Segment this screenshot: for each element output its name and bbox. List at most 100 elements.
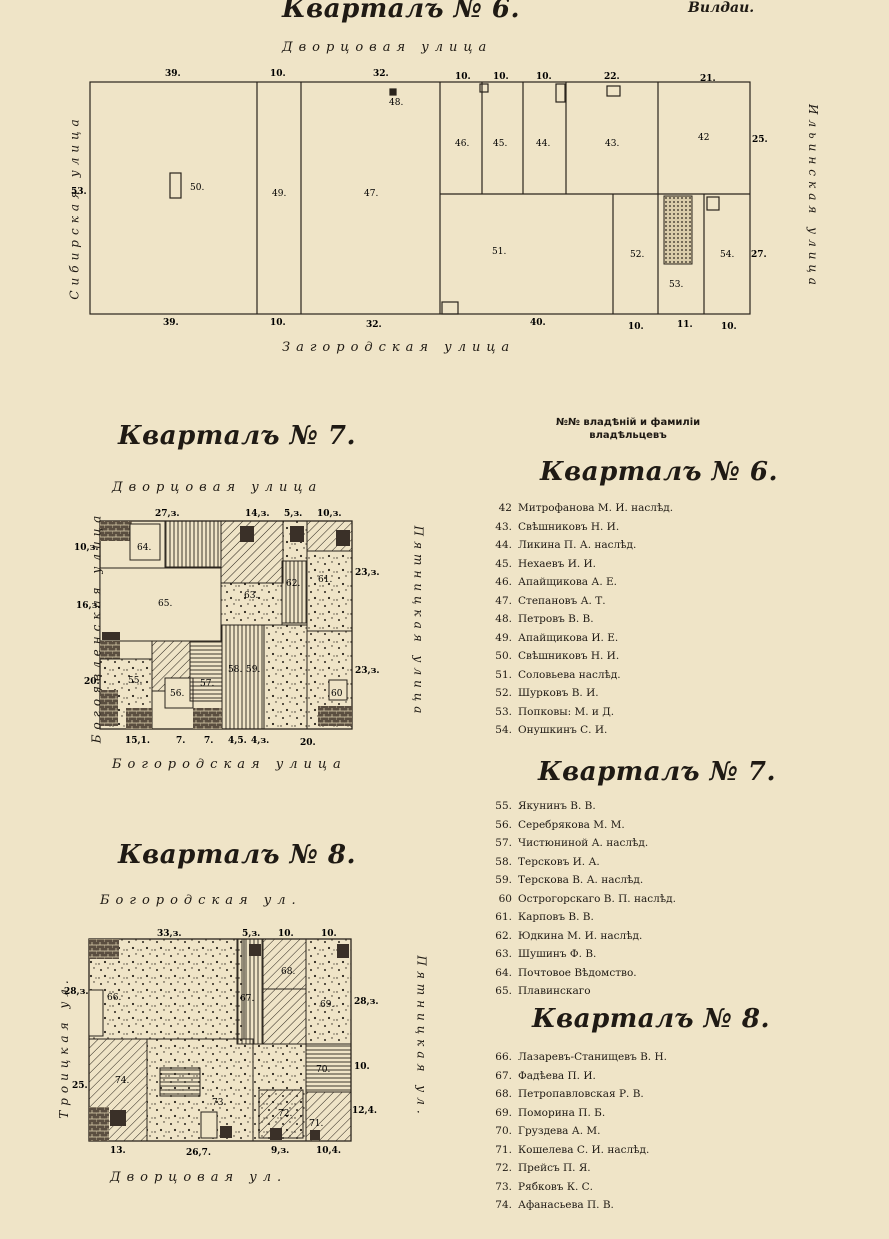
q6-right-dim: 27. (751, 250, 767, 260)
q6-top-dim: 10. (536, 72, 552, 82)
q6-plot-label: 54. (720, 250, 734, 260)
q6-right-dim: 25. (752, 135, 768, 145)
q7-top-dim: 27,з. (155, 509, 180, 519)
q8-right-dim: 12,4. (352, 1106, 377, 1116)
legend-heading: №№ владѣній и фамиліи владѣльцевъ (555, 417, 701, 441)
q7-left-dim: 16,з. (76, 601, 101, 611)
q6-top-dim: 10. (270, 69, 286, 79)
q8-street-left: Троицкая ул. (56, 975, 71, 1119)
list-item: 48.Петровъ В. В. (495, 613, 594, 625)
q8-street-right: Пятницкая ул. (414, 955, 429, 1119)
q7-bottom-dim: 7. (176, 736, 185, 746)
q6-plot-label: 50. (190, 183, 204, 193)
q8-bottom-dim: 9,з. (271, 1146, 289, 1156)
q7-plot-label: 65. (158, 599, 172, 609)
q8-plan (88, 938, 352, 1142)
q7-street-left: Богоявленская улица (89, 510, 104, 744)
q6-street-top: Дворцовая улица (282, 40, 493, 55)
q8-plot-label: 67. (240, 994, 254, 1004)
q6-plot-label: 51. (492, 247, 506, 257)
quarter-8-title: Кварталъ № 8. (118, 840, 357, 870)
q6-top-dim: 39. (165, 69, 181, 79)
q7-top-dim: 14,з. (245, 509, 270, 519)
q8-plot-label: 66. (107, 993, 121, 1003)
list-item: 57.Чистюниной А. наслѣд. (495, 837, 649, 849)
q7-plot-label: 58. (228, 665, 242, 675)
list-item: 67.Фадѣева П. И. (495, 1069, 596, 1082)
list-item: 66.Лазаревъ-Станищевъ В. Н. (495, 1051, 667, 1063)
q8-plot-label: 74. (115, 1076, 129, 1086)
q7-right-dim: 23,з. (355, 666, 380, 676)
q7-street-right: Пятницкая улица (411, 525, 426, 719)
q6-plot-label: 44. (536, 139, 550, 149)
list-item: 65.Плавинскаго (495, 985, 591, 997)
q7-bottom-dim: 15,1. (125, 736, 150, 746)
q7-right-dim: 23,з. (355, 568, 380, 578)
q8-right-dim: 10. (354, 1062, 370, 1072)
q8-plot-label: 73. (212, 1098, 226, 1108)
q8-left-dim: 25. (72, 1081, 88, 1091)
q6-top-dim: 10. (455, 72, 471, 82)
list-item: 68.Петропавловская Р. В. (495, 1088, 644, 1100)
q8-street-bottom: Дворцовая ул. (110, 1170, 288, 1185)
q8-street-top: Богородская ул. (100, 893, 302, 908)
q8-right-dim: 28,з. (354, 997, 379, 1007)
list-item: 50.Свѣшниковъ Н. И. (495, 650, 620, 662)
q7-street-top: Дворцовая улица (112, 480, 323, 495)
list-item: 46.Апайщикова А. Е. (495, 576, 617, 588)
q8-plot-label: 69. (320, 1000, 334, 1010)
q8-plot-label: 72. (278, 1109, 292, 1119)
list-item: 56.Серебрякова М. М. (495, 818, 625, 831)
q6-plot-label: 52. (630, 250, 644, 260)
q7-plan (99, 520, 353, 730)
corner-note: Вилдаи. (688, 0, 755, 16)
list-item: 49.Апайщикова И. Е. (495, 631, 619, 644)
q6-plot-label: 48. (389, 98, 403, 108)
list-item: 45.Нехаевъ И. И. (495, 557, 597, 570)
list-item: 54.Онушкинъ С. И. (495, 724, 608, 736)
q6-bottom-dim: 39. (163, 318, 179, 328)
legend-q8-list: 66.Лазаревъ-Станищевъ В. Н. 67.Фадѣева П… (490, 1048, 667, 1215)
q7-top-dim: 5,з. (284, 509, 302, 519)
q6-top-dim: 32. (373, 69, 389, 79)
q6-bottom-dim: 10. (270, 318, 286, 328)
q6-plot-label: 43. (605, 139, 619, 149)
q7-top-dim: 10,з. (317, 509, 342, 519)
q6-top-dim: 10. (493, 72, 509, 82)
q7-left-dim: 20. (84, 677, 100, 687)
q8-plot-label: 71. (309, 1119, 323, 1129)
q6-bottom-dim: 10. (721, 322, 737, 332)
list-item: 62.Юдкина М. И. наслѣд. (495, 929, 643, 942)
list-item: 52.Шурковъ В. И. (495, 687, 599, 699)
q6-plot-label: 47. (364, 189, 378, 199)
legend-q7-list: 55.Якунинъ В. В. 56.Серебрякова М. М. 57… (490, 797, 676, 1001)
list-item: 73.Рябковъ К. С. (495, 1180, 593, 1193)
q7-street-bottom: Богородская улица (112, 757, 347, 772)
q6-street-bottom: Загородская улица (282, 340, 516, 355)
list-item: 70.Груздева А. М. (495, 1125, 601, 1137)
q8-top-dim: 33,з. (157, 929, 182, 939)
list-item: 53.Попковы: М. и Д. (495, 705, 615, 718)
q8-top-dim: 10. (278, 929, 294, 939)
q7-bottom-dim: 7. (204, 736, 213, 746)
legend-q6-heading: Кварталъ № 6. (540, 457, 779, 487)
q7-plot-label: 59. (246, 665, 260, 675)
q6-bottom-dim: 11. (677, 320, 693, 330)
q8-plot-label: 68. (281, 967, 295, 977)
list-item: 71.Кошелева С. И. наслѣд. (495, 1143, 650, 1156)
list-item: 51.Соловьева наслѣд. (495, 668, 621, 681)
list-item: 72.Прейсъ П. Я. (495, 1162, 591, 1174)
q8-bottom-dim: 26,7. (186, 1148, 211, 1158)
q6-top-dim: 22. (604, 72, 620, 82)
q6-bottom-dim: 40. (530, 318, 546, 328)
q6-outline (89, 81, 751, 315)
q6-bottom-dim: 32. (366, 320, 382, 330)
q7-bottom-dim: 4,5. (228, 736, 247, 746)
list-item: 47.Степановъ А. Т. (495, 594, 606, 607)
q6-plot-label: 53. (669, 280, 683, 290)
q7-plot-label: 57. (200, 679, 214, 689)
list-item: 55.Якунинъ В. В. (495, 800, 596, 812)
